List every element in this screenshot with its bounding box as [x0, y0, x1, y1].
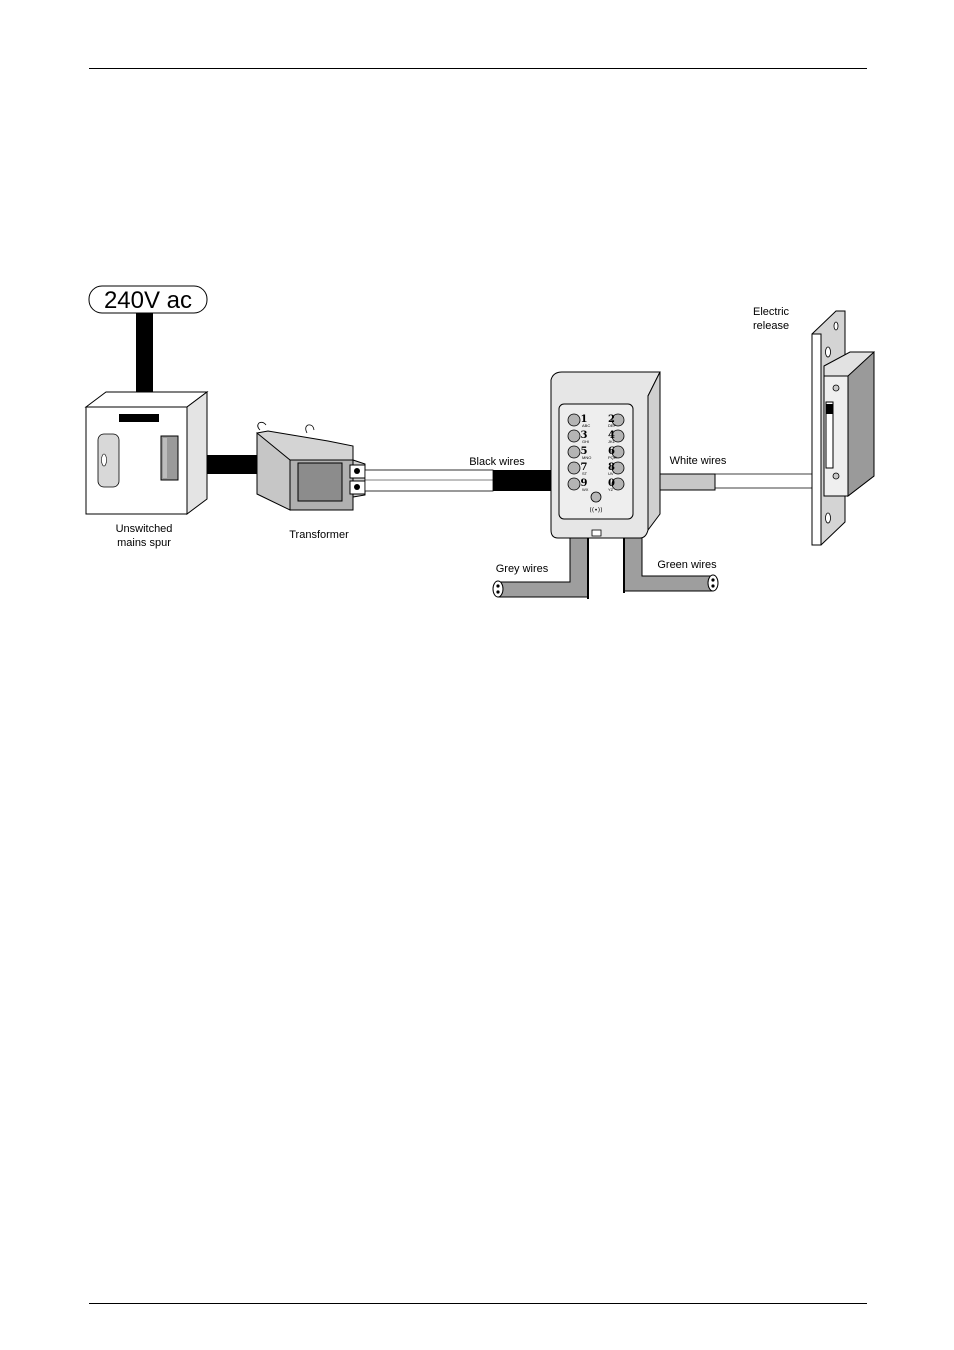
- spur-fuse-slot: [119, 414, 159, 422]
- keypad-key-5: [568, 446, 580, 458]
- black-wires: [365, 470, 551, 491]
- white-wires-label: White wires: [670, 455, 727, 467]
- spur-label-line2: mains spur: [117, 537, 171, 549]
- spur-label-line1: Unswitched: [116, 523, 173, 535]
- transformer-core: [298, 463, 342, 501]
- release-label-line1: Electric: [753, 306, 790, 318]
- keypad-key-letters: GHI: [582, 439, 589, 444]
- keypad-cable-gland: [592, 530, 601, 536]
- keypad-key-3: [568, 430, 580, 442]
- keypad-key-letters: DEF: [608, 423, 617, 428]
- keypad-key-letters: ST: [582, 471, 588, 476]
- spur-transformer-cable: [207, 455, 259, 474]
- green-wires-label: Green wires: [657, 559, 717, 571]
- release-label-line2: release: [753, 320, 789, 332]
- keypad-key-letters: ABC: [582, 423, 590, 428]
- keypad-key-letters: UV: [608, 471, 614, 476]
- keypad-key-letters: WX: [582, 487, 589, 492]
- spur-fuse-holder: [98, 434, 119, 487]
- keypad-key-letters: MNO: [582, 455, 591, 460]
- supply-cable: [136, 313, 153, 395]
- keypad-led: [591, 492, 601, 502]
- transformer: [257, 422, 365, 510]
- bell-icon: ((•)): [590, 507, 603, 514]
- grey-wires-label: Grey wires: [496, 563, 549, 575]
- keypad-key-1: [568, 414, 580, 426]
- supply-label: 240V ac: [89, 286, 207, 314]
- keypad-key-7: [568, 462, 580, 474]
- supply-voltage-text: 240V ac: [104, 287, 192, 314]
- keypad-key-letters: YZ: [608, 487, 614, 492]
- transformer-label: Transformer: [289, 529, 349, 541]
- keypad-key-letters: JKL: [608, 439, 616, 444]
- keypad-key-letters: PQR: [608, 455, 617, 460]
- electric-release: [812, 311, 874, 545]
- black-wires-label: Black wires: [469, 456, 525, 468]
- mains-spur: [86, 392, 207, 514]
- keypad-key-9: [568, 478, 580, 490]
- white-wires: [660, 474, 812, 490]
